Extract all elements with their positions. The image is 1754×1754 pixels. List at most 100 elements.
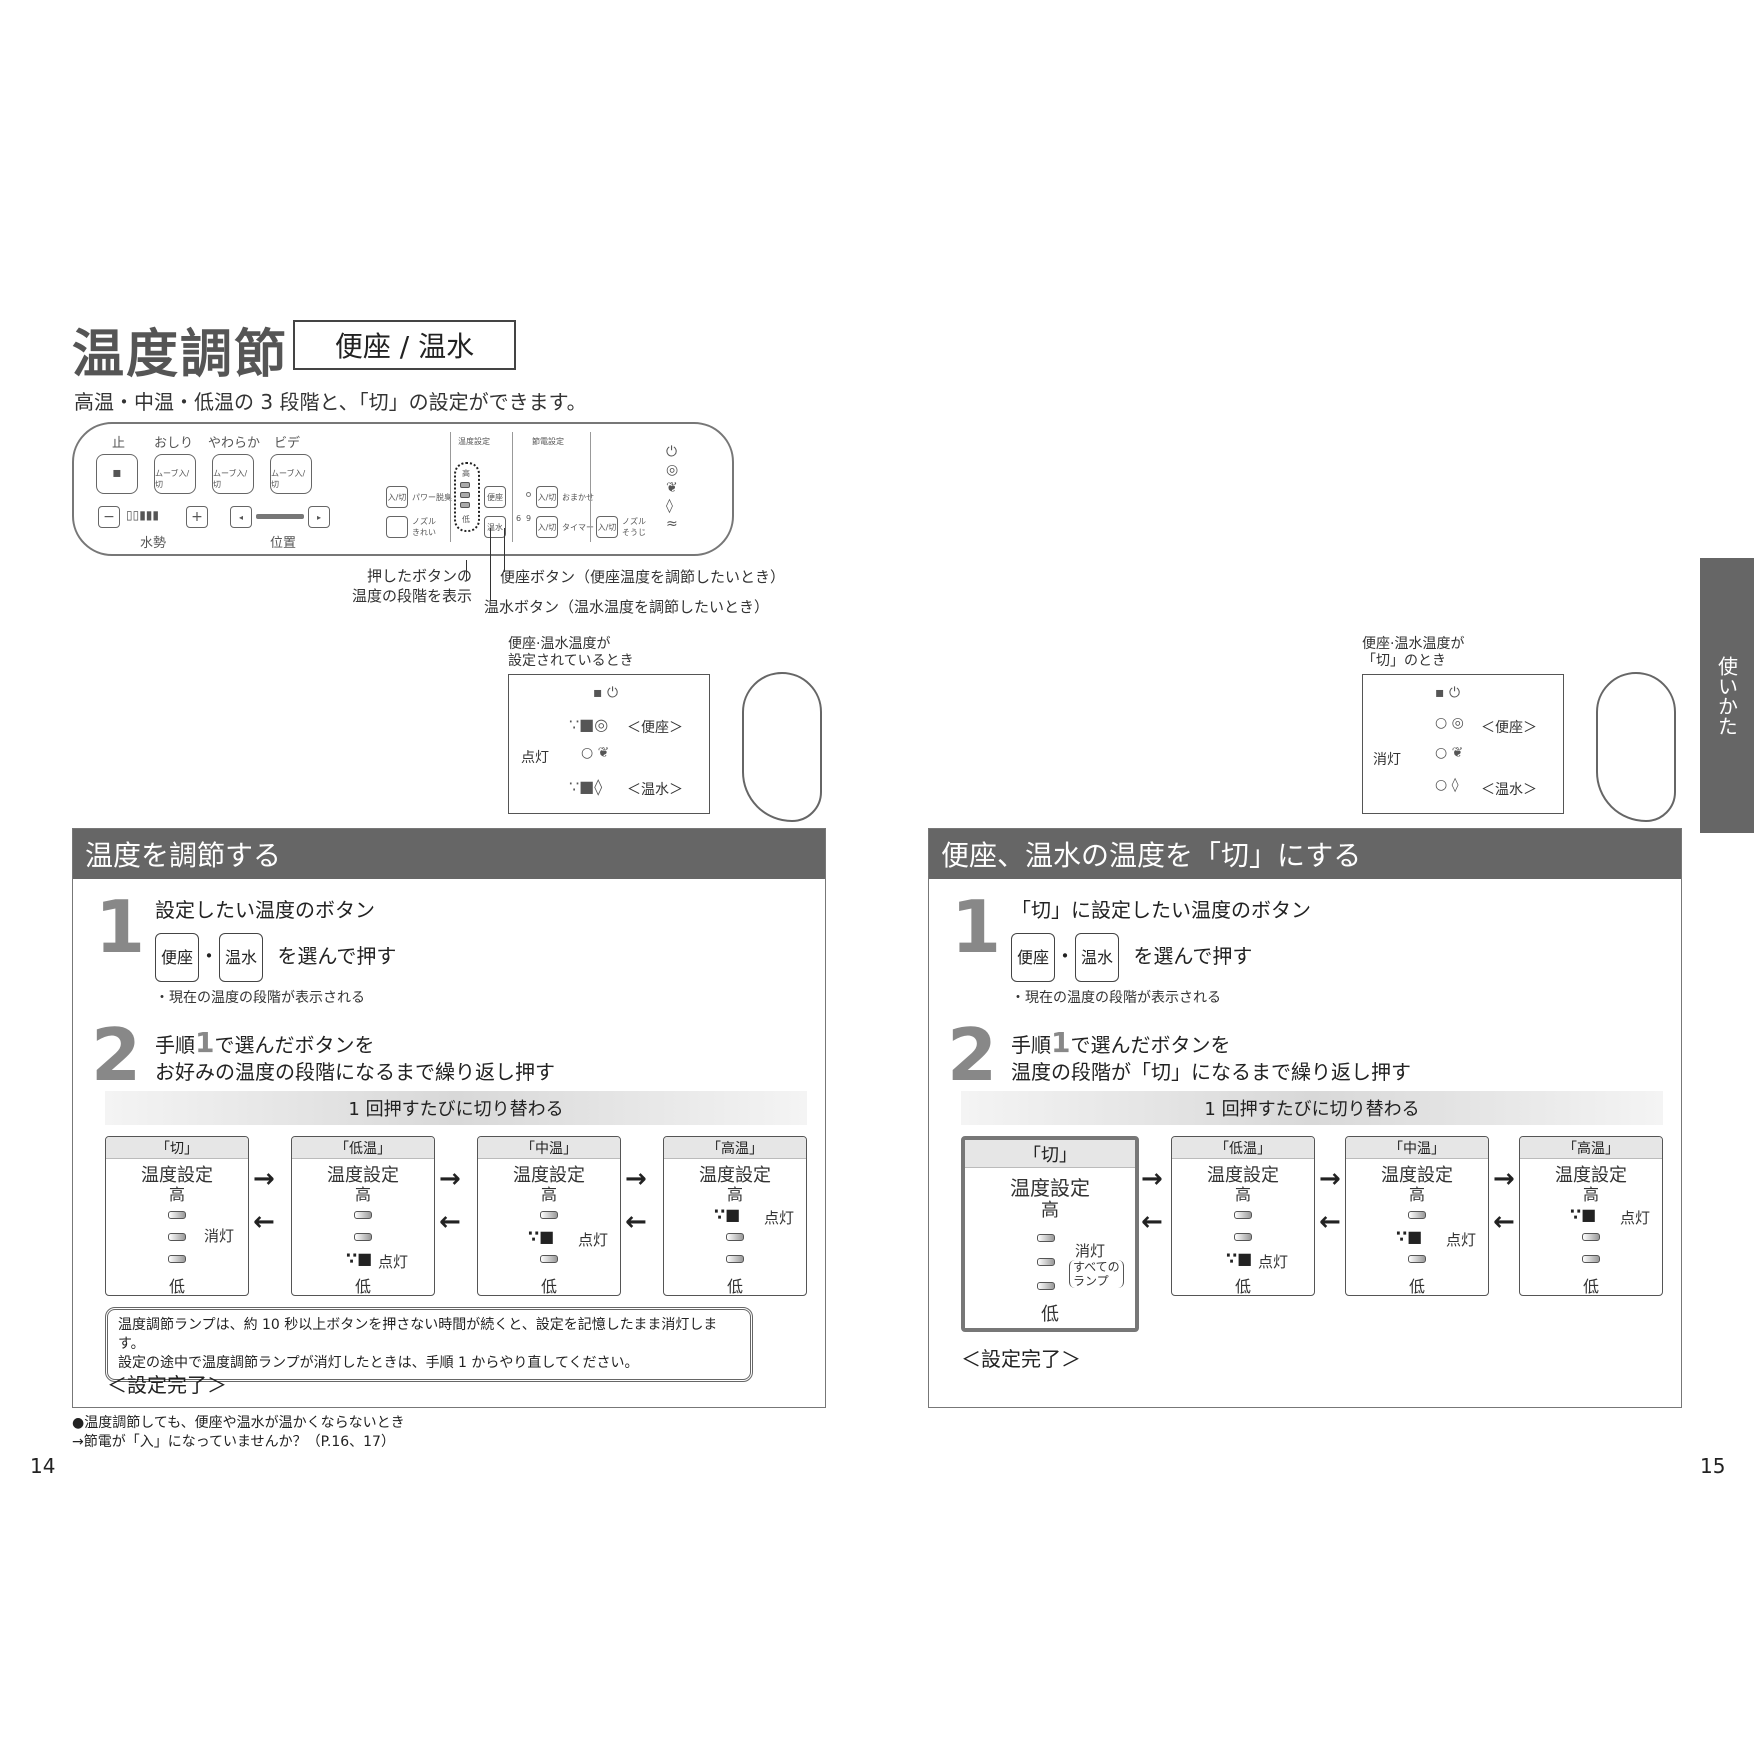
card-low: 低 [1234, 1277, 1251, 1296]
state-off-off: 消灯 [1373, 752, 1401, 768]
lamp-3 [726, 1255, 744, 1263]
footnote-line1: ●温度調節しても、便座や温水が温かくならないとき [72, 1415, 405, 1431]
toilet-illustration [742, 672, 822, 822]
card-title: 温度設定 [513, 1165, 585, 1186]
card-off-label: 消灯 [204, 1227, 235, 1245]
leaf-icon: ❦ [666, 480, 678, 496]
toilet-illustration [1596, 672, 1676, 822]
state-on-benza: ＜便座＞ [627, 720, 683, 736]
temperature-indicator-highlight [454, 462, 480, 532]
oshiri-button[interactable]: ムーブ入/切 [154, 454, 196, 494]
position-left-button[interactable]: ◂ [230, 506, 252, 528]
lamp-lit-icon: ∵■ [528, 1227, 555, 1246]
card-low: 低 [1408, 1277, 1425, 1296]
card-label: 「高温」 [1520, 1137, 1662, 1159]
step1-note: ・現在の温度の段階が表示される [155, 990, 365, 1006]
step2-prefix: 手順 [1011, 1033, 1051, 1057]
footnote-line2: →節電が「入」になっていませんか？（P.16、17） [72, 1434, 395, 1450]
benza-button[interactable]: 便座 [484, 486, 506, 508]
cycle-bar: 1 回押すたびに切り替わる [105, 1091, 807, 1125]
arrow-left-icon: ← [1141, 1207, 1163, 1237]
lamp-2 [1037, 1258, 1055, 1266]
seat-icon: ○ ◎ [1435, 715, 1464, 731]
card-lit-label: 点灯 [1258, 1253, 1289, 1271]
panel-high: 高 [462, 469, 470, 478]
side-tab: 使いかた [1700, 558, 1754, 833]
step-number-2: 2 [91, 1013, 142, 1097]
timer-label: タイマー [562, 523, 594, 532]
step2-line1: で選んだボタンを [214, 1033, 375, 1057]
step1-line2: を選んで押す [1133, 944, 1253, 968]
card-high-temp: 「高温」 温度設定 高 ∵■ 点灯 低 [663, 1136, 807, 1296]
card-low: 低 [1041, 1304, 1059, 1325]
minus-icon: − [103, 509, 115, 525]
arrow-left-icon: ← [625, 1207, 647, 1237]
card-high: 高 [1582, 1185, 1599, 1204]
seat-icon: ◎ [666, 462, 679, 478]
callout-line [504, 528, 505, 572]
deodorize-icon: ≈ [666, 516, 678, 532]
page-number-left: 14 [30, 1454, 56, 1478]
card-lit-label: 点灯 [578, 1231, 609, 1249]
power-deodorize-button[interactable]: 入/切 [386, 486, 408, 508]
cycle-bar: 1 回押すたびに切り替わる [961, 1091, 1663, 1125]
timer-button[interactable]: 入/切 [536, 516, 558, 538]
label-ondo: 温度設定 [458, 437, 490, 446]
onsui-button[interactable]: 温水 [484, 516, 506, 538]
bide-button[interactable]: ムーブ入/切 [270, 454, 312, 494]
divider [450, 432, 451, 542]
card-low-temp: 「低温」 温度設定 高 ∵■ 点灯 低 [1171, 1136, 1315, 1296]
memo-line2: 設定の途中で温度調節ランプが消灯したときは、手順 1 からやり直してください。 [118, 1355, 639, 1371]
card-title: 温度設定 [1010, 1176, 1090, 1200]
card-lit-label: 点灯 [764, 1209, 795, 1227]
water-drop-icon: ∵■◊ [569, 777, 603, 796]
lamp-3 [540, 1255, 558, 1263]
arrow-left-icon: ← [439, 1207, 461, 1237]
stop-button[interactable]: ▪ [96, 454, 138, 494]
card-low: 低 [354, 1277, 371, 1296]
lamp-2 [354, 1233, 372, 1241]
card-high: 高 [1408, 1185, 1425, 1204]
card-title: 温度設定 [1381, 1165, 1453, 1186]
nozzle-clean-button[interactable] [386, 516, 408, 538]
step1-keys: 便座・温水 を選んで押す [1011, 933, 1252, 982]
state-on-box: ▪ ⏻ ∵■◎ ＜便座＞ 点灯 ○ ❦ ∵■◊ ＜温水＞ [508, 674, 710, 814]
lamp-2 [726, 1233, 744, 1241]
section-heading: 便座、温水の温度を「切」にする [929, 829, 1681, 879]
memo-line1: 温度調節ランプは、約 10 秒以上ボタンを押さない時間が続くと、設定を記憶したま… [118, 1317, 718, 1352]
pressure-minus-button[interactable]: − [98, 506, 120, 528]
step2-text: 手順1で選んだボタンを お好みの温度の段階になるまで繰り返し押す [155, 1029, 555, 1086]
card-low: 低 [1582, 1277, 1599, 1296]
lamp-1 [168, 1211, 186, 1219]
step-number-2: 2 [947, 1013, 998, 1097]
power-icon: ⏻ [666, 444, 678, 460]
card-high: 高 [1041, 1200, 1059, 1221]
pressure-plus-button[interactable]: + [186, 506, 208, 528]
card-label: 「中温」 [478, 1137, 620, 1159]
card-off: 「切」 温度設定 高 消灯 低 [105, 1136, 249, 1296]
omakase-button[interactable]: 入/切 [536, 486, 558, 508]
callout-stage: 押したボタンの 温度の段階を表示 [352, 567, 473, 605]
position-slider[interactable] [256, 514, 304, 519]
step2-line2: お好みの温度の段階になるまで繰り返し押す [155, 1060, 555, 1084]
divider [512, 432, 513, 542]
benza-key: 便座 [155, 933, 200, 982]
position-right-button[interactable]: ▸ [308, 506, 330, 528]
card-high: 高 [354, 1185, 371, 1204]
yawaraka-button[interactable]: ムーブ入/切 [212, 454, 254, 494]
arrow-right-icon: → [1319, 1164, 1341, 1194]
card-high: 高 [540, 1185, 557, 1204]
card-high: 高 [1234, 1185, 1251, 1204]
temp-lamp-1 [460, 482, 470, 488]
onsui-key: 温水 [219, 933, 264, 982]
step-number-1: 1 [95, 885, 146, 969]
lamp-3 [168, 1255, 186, 1263]
nozzle-souji-button[interactable]: 入/切 [596, 516, 618, 538]
step2-line2: 温度の段階が「切」になるまで繰り返し押す [1011, 1060, 1411, 1084]
pressure-level-icon: ▯▯▮▮▮ [126, 508, 160, 522]
step2-ref-number: 1 [195, 1026, 215, 1059]
separator-dot: ・ [199, 944, 220, 968]
lamp-lit-icon: ∵■ [1570, 1205, 1597, 1224]
water-drop-icon: ◊ [666, 498, 673, 514]
section-off: 便座、温水の温度を「切」にする 1 「切」に設定したい温度のボタン 便座・温水 … [928, 828, 1682, 1408]
